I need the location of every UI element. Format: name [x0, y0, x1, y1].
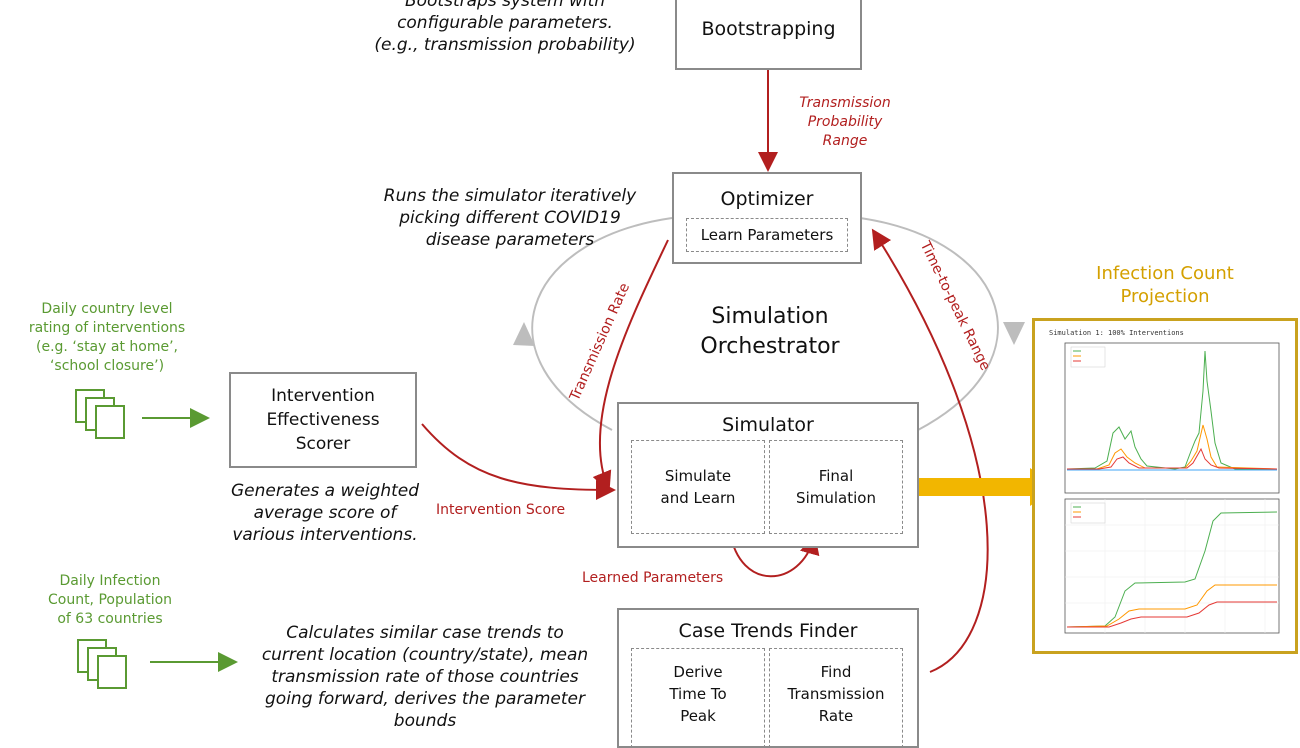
transmission-probability-range-label: Transmission Probability Range — [790, 94, 900, 151]
infection-line-2: Count, Population — [47, 592, 173, 608]
time-to-peak-arrow — [871, 228, 989, 673]
simulator-title: Simulator — [722, 414, 814, 436]
case-desc-line-5: bounds — [393, 711, 457, 731]
simulation-orchestrator-label: Simulation Orchestrator — [670, 302, 870, 362]
connectors-layer — [75, 70, 1058, 689]
learn-parameters-label: Learn Parameters — [700, 226, 834, 244]
projection-frame: Simulation 1: 100% Interventions — [1032, 318, 1298, 654]
optimizer-description: Runs the simulator iteratively picking d… — [360, 185, 660, 251]
bootstrapping-desc-line-1: Bootstraps system with — [404, 0, 606, 11]
interventions-line-1: Daily country level — [41, 301, 173, 317]
orchestrator-line-2: Orchestrator — [700, 334, 840, 359]
scorer-title-line-1: Intervention — [271, 386, 375, 406]
case-desc-line-3: transmission rate of those countries — [271, 667, 579, 687]
bootstrapping-desc-line-3: (e.g., transmission probability) — [374, 35, 636, 55]
find-line-2: Transmission — [787, 685, 885, 703]
infection-input-label: Daily Infection Count, Population of 63 … — [30, 572, 190, 629]
projection-plot-title: Simulation 1: 100% Interventions — [1049, 329, 1184, 337]
optimizer-box: Optimizer Learn Parameters — [672, 172, 862, 264]
orchestrator-loop-right — [859, 217, 999, 431]
interventions-input-label: Daily country level rating of interventi… — [12, 300, 202, 376]
find-transmission-rate-box: Find Transmission Rate — [769, 648, 903, 748]
tpr-line-3: Range — [822, 133, 868, 149]
scorer-title-line-2: Effectiveness — [266, 410, 380, 430]
case-trends-title: Case Trends Finder — [678, 620, 858, 642]
scorer-desc-line-1: Generates a weighted — [230, 481, 420, 501]
derive-line-2: Time To — [669, 685, 727, 703]
projection-title: Infection Count Projection — [1070, 262, 1260, 308]
case-desc-line-1: Calculates similar case trends to — [286, 623, 564, 643]
transmission-rate-arrow — [592, 239, 669, 492]
tpr-line-1: Transmission — [799, 95, 891, 111]
interventions-line-4: ‘school closure’) — [49, 358, 165, 374]
case-desc-line-2: current location (country/state), mean — [261, 645, 589, 665]
loop-arrowhead-right — [1003, 322, 1025, 345]
optimizer-desc-line-1: Runs the simulator iteratively — [383, 186, 637, 206]
top-series-red — [1067, 447, 1278, 470]
derive-line-1: Derive — [673, 663, 723, 681]
optimizer-title: Optimizer — [720, 188, 814, 210]
scorer-desc-line-3: various interventions. — [232, 525, 418, 545]
scorer-description: Generates a weighted average score of va… — [210, 480, 440, 546]
interventions-line-3: (e.g. ‘stay at home’, — [36, 339, 178, 355]
final-simulation-box: Final Simulation — [769, 440, 903, 534]
learn-parameters-box: Learn Parameters — [686, 218, 848, 252]
learned-params-arrow — [729, 531, 820, 578]
simulate-and-learn-label: Simulate and Learn — [632, 465, 764, 509]
projection-title-line-2: Projection — [1120, 286, 1210, 307]
orchestrator-line-1: Simulation — [711, 304, 829, 329]
top-series-green — [1066, 350, 1277, 470]
orchestrator-loop-left — [531, 217, 673, 431]
bottom-series-orange — [1066, 584, 1277, 628]
documents-icon-interventions — [75, 389, 125, 439]
bootstrapping-box: Bootstrapping — [675, 0, 862, 70]
intervention-score-label: Intervention Score — [436, 502, 566, 518]
intervention-score-arrow — [421, 423, 616, 500]
documents-icon-infection — [77, 639, 127, 689]
derive-time-to-peak-box: Derive Time To Peak — [631, 648, 765, 748]
bottom-series-red — [1067, 601, 1277, 628]
bootstrapping-title: Bootstrapping — [701, 18, 836, 40]
optimizer-desc-line-2: picking different COVID19 — [399, 208, 621, 228]
infection-line-1: Daily Infection — [59, 573, 161, 589]
simulate-and-learn-box: Simulate and Learn — [631, 440, 765, 534]
tpr-line-2: Probability — [807, 114, 883, 130]
derive-time-to-peak-label: Derive Time To Peak — [632, 661, 764, 727]
scorer-title: Intervention Effectiveness Scorer — [231, 384, 415, 456]
projection-title-line-1: Infection Count — [1096, 263, 1234, 284]
derive-line-3: Peak — [680, 707, 716, 725]
simulator-box: Simulator Simulate and Learn Final Simul… — [617, 402, 919, 548]
find-line-1: Find — [820, 663, 852, 681]
bottom-series-green — [1066, 511, 1278, 628]
interventions-line-2: rating of interventions — [28, 320, 186, 336]
case-desc-line-4: going forward, derives the parameter — [265, 689, 585, 709]
final-simulation-label: Final Simulation — [770, 465, 902, 509]
scorer-title-line-3: Scorer — [295, 434, 351, 454]
final-line-1: Final — [818, 467, 854, 485]
learned-parameters-label: Learned Parameters — [582, 570, 724, 586]
scorer-desc-line-2: average score of — [253, 503, 397, 523]
simulate-line-2: and Learn — [660, 489, 736, 507]
case-trends-description: Calculates similar case trends to curren… — [240, 622, 610, 732]
loop-arrowhead-left — [513, 322, 535, 346]
optimizer-desc-line-3: disease parameters — [425, 230, 595, 250]
bootstrapping-description: Bootstraps system with configurable para… — [330, 0, 680, 56]
infection-line-3: of 63 countries — [57, 611, 163, 627]
bootstrapping-desc-line-2: configurable parameters. — [397, 13, 613, 33]
final-line-2: Simulation — [796, 489, 876, 507]
projection-plots — [1064, 342, 1280, 634]
find-line-3: Rate — [818, 707, 854, 725]
find-transmission-rate-label: Find Transmission Rate — [770, 661, 902, 727]
intervention-scorer-box: Intervention Effectiveness Scorer — [229, 372, 417, 468]
case-trends-finder-box: Case Trends Finder Derive Time To Peak F… — [617, 608, 919, 748]
final-simulation-arrow — [903, 468, 1058, 506]
simulate-line-1: Simulate — [664, 467, 732, 485]
